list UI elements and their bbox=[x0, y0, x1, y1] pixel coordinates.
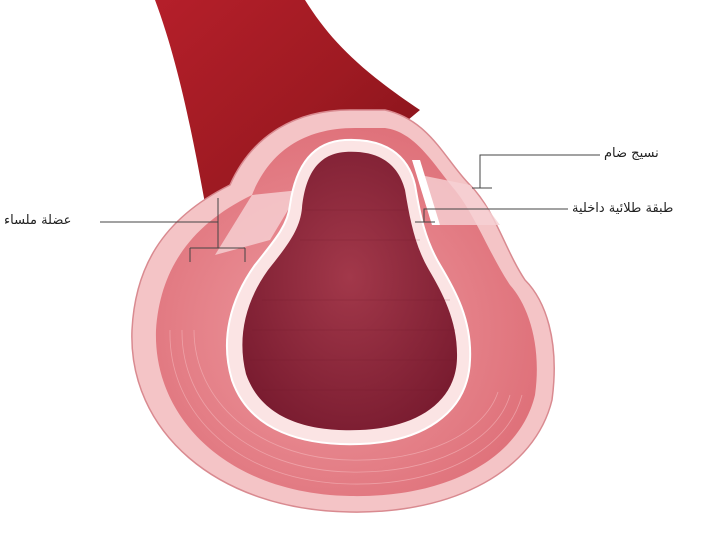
leader-connective-tissue bbox=[480, 155, 600, 188]
label-endothelium: طبقة طلائية داخلية bbox=[572, 201, 673, 217]
label-smooth-muscle: عضلة ملساء bbox=[4, 213, 71, 229]
label-connective-tissue: نسيج ضام bbox=[604, 146, 659, 162]
